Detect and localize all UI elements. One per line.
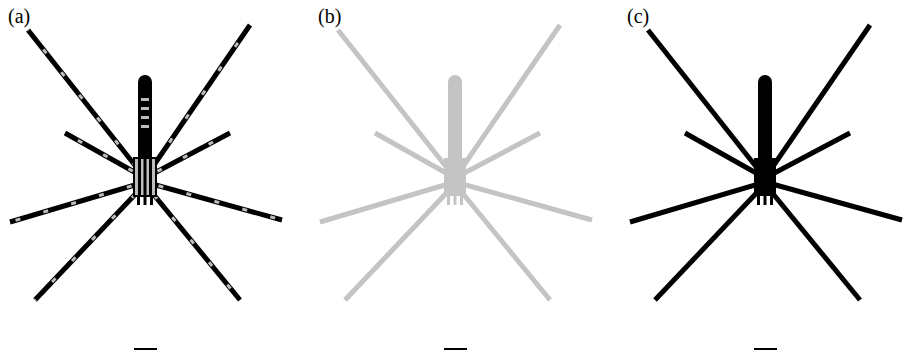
panel-label: (a): [8, 6, 30, 26]
grey-spider: [320, 25, 592, 300]
black-spider: [630, 25, 902, 300]
scale-bar: [134, 348, 777, 350]
panel-label: (c): [627, 6, 649, 26]
panel-label: (b): [318, 6, 341, 26]
banded-spider: [10, 25, 282, 300]
